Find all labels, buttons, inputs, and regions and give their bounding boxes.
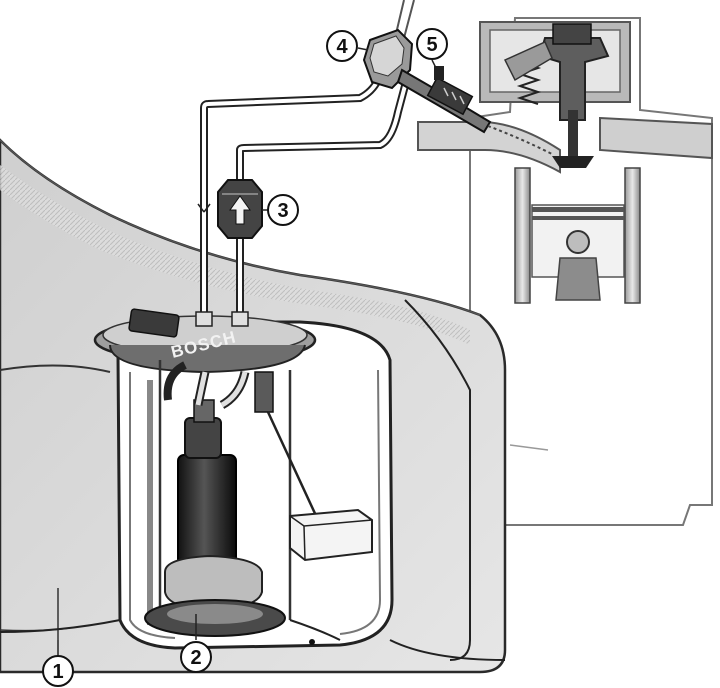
valve-spring bbox=[516, 61, 542, 105]
return-fitting bbox=[195, 311, 213, 327]
callout-2-label: 2 bbox=[190, 647, 201, 669]
callout-1-label: 1 bbox=[52, 661, 63, 683]
injector-connector bbox=[434, 66, 444, 80]
fuel-lines bbox=[197, 0, 415, 322]
callout-1: 1 bbox=[42, 640, 74, 687]
fuel-module: BOSCH bbox=[0, 308, 506, 661]
callout-4-label: 4 bbox=[336, 36, 348, 58]
fuel-filter bbox=[217, 179, 263, 239]
callout-4: 4 bbox=[326, 30, 369, 62]
callout-2: 2 bbox=[180, 614, 212, 673]
fuel-injector bbox=[396, 66, 553, 155]
callout-5-label: 5 bbox=[426, 34, 437, 56]
supply-fitting bbox=[231, 311, 249, 327]
callout-3: 3 bbox=[262, 194, 299, 226]
callout-3-label: 3 bbox=[277, 200, 288, 222]
engine-block bbox=[417, 17, 713, 526]
callout-5: 5 bbox=[416, 28, 448, 69]
float bbox=[289, 508, 373, 562]
